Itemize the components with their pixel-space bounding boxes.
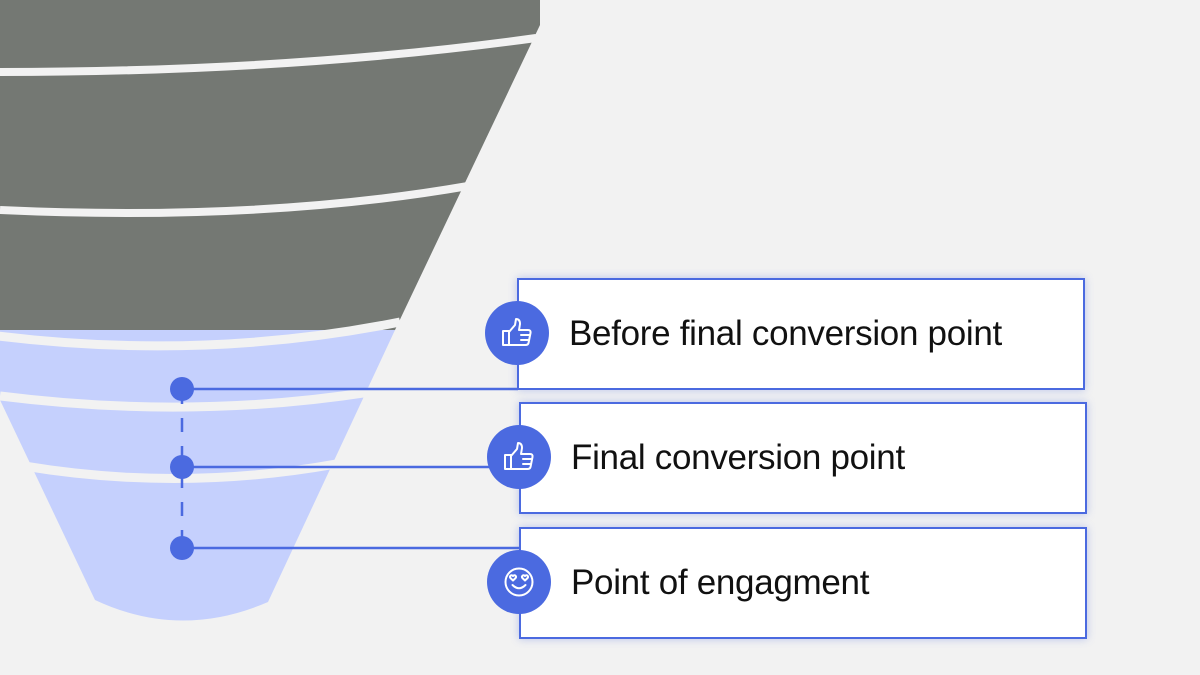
connector-dot-1	[170, 377, 194, 401]
connector-dot-2	[170, 455, 194, 479]
stage-label: Before final conversion point	[569, 314, 1002, 353]
funnel-separator-2	[0, 182, 469, 217]
stage-card-final-conversion: Final conversion point	[519, 402, 1087, 514]
funnel-separator-3	[0, 317, 401, 351]
heart-eyes-smiley-icon	[487, 550, 551, 614]
funnel-separator-4	[0, 387, 371, 412]
stage-card-before-final-conversion: Before final conversion point	[517, 278, 1085, 390]
thumbs-up-icon	[487, 425, 551, 489]
thumbs-up-icon	[485, 301, 549, 365]
stage-label: Point of engagment	[571, 563, 870, 602]
funnel-upper-section	[0, 0, 540, 349]
funnel-separator-1	[0, 34, 537, 76]
connector-dot-3	[170, 536, 194, 560]
stage-label: Final conversion point	[571, 438, 905, 477]
stage-card-point-of-engagement: Point of engagment	[519, 527, 1087, 639]
